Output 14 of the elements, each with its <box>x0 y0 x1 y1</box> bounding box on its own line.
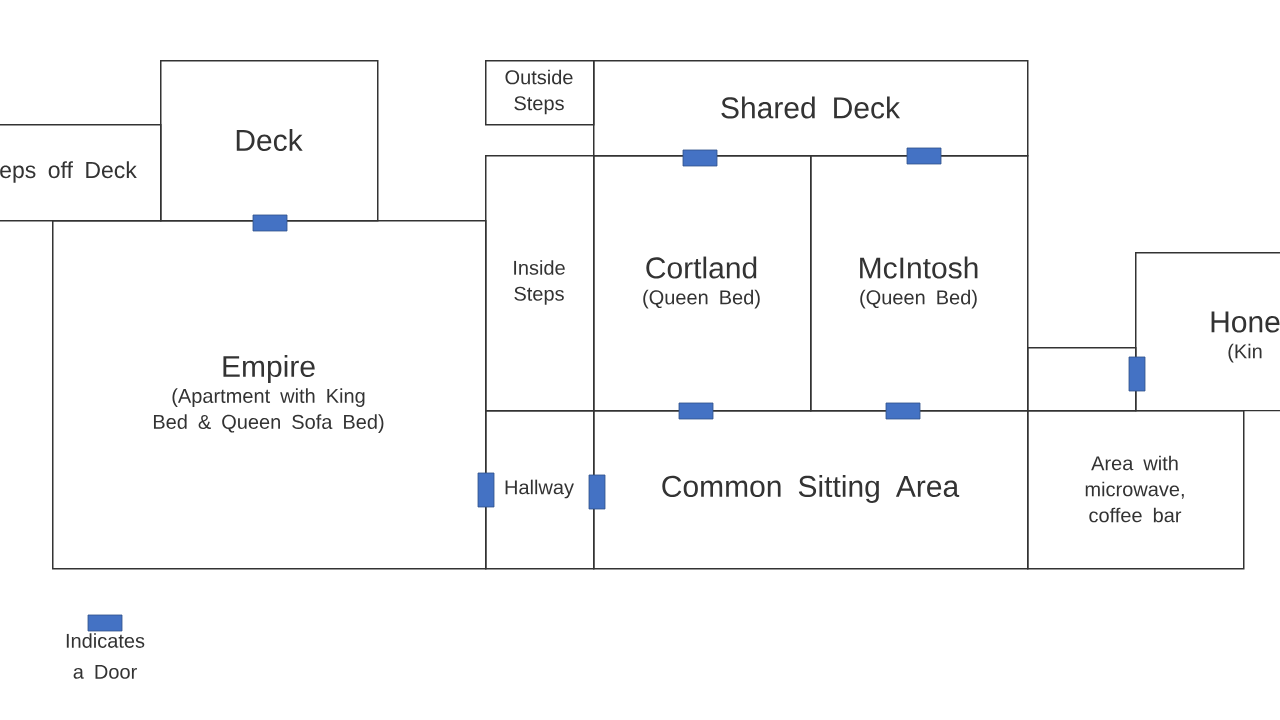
room-box: Deck <box>160 60 379 222</box>
room-box: Inside Steps <box>485 155 595 412</box>
room-box: Shared Deck <box>593 60 1029 157</box>
room-box: Empire (Apartment with King Bed & Queen Sofa Bed) <box>52 220 487 570</box>
room-box: Outside Steps <box>485 60 595 126</box>
room-box: Hone (Kin <box>1135 252 1280 412</box>
room-box <box>1027 347 1137 412</box>
legend-text: Indicates a Door <box>66 633 145 679</box>
room-box: Cortland (Queen Bed) <box>593 155 812 412</box>
room-box: Common Sitting Area <box>593 410 1029 570</box>
room-box: Area with microwave, coffee bar <box>1027 410 1245 570</box>
room-box: Hallway <box>485 410 595 570</box>
room-box: eps off Deck <box>0 124 162 222</box>
room-box: McIntosh (Queen Bed) <box>810 155 1029 412</box>
